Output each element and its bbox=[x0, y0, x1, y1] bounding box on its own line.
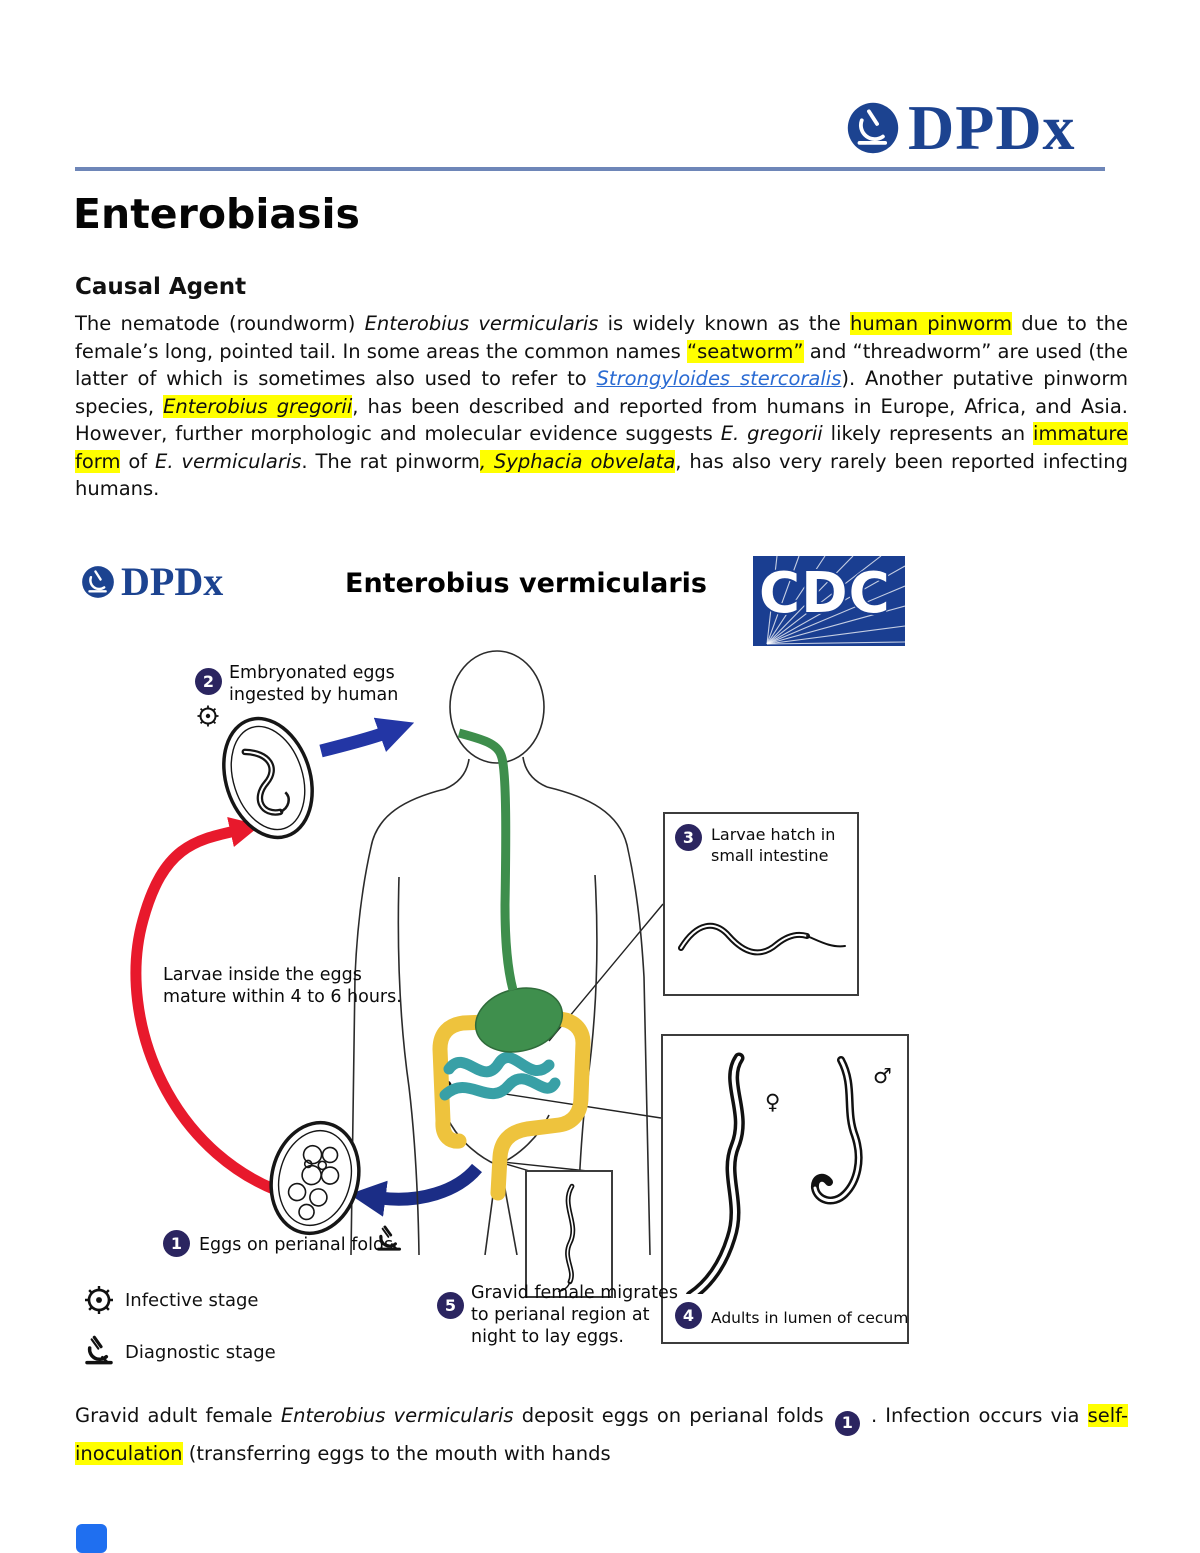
step-2-label: Embryonated eggs ingested by human bbox=[229, 663, 399, 705]
maturation-note: Larvae inside the eggs mature within 4 t… bbox=[163, 965, 402, 1007]
text-segment: of bbox=[120, 449, 156, 473]
text-segment: (transferring eggs to the mouth with han… bbox=[182, 1441, 611, 1465]
text-segment: Gravid adult female bbox=[75, 1404, 281, 1427]
description-paragraph: Gravid adult female Enterobius vermicula… bbox=[75, 1398, 1129, 1472]
dpdx-logo: DPDx bbox=[846, 96, 1076, 160]
inline-step-badge: 1 bbox=[834, 1410, 860, 1436]
large-intestine bbox=[432, 1011, 591, 1201]
text-segment: , has also very rarely been reported inf… bbox=[75, 449, 1128, 501]
step-5-label: Gravid female migrates to perianal regio… bbox=[471, 1283, 678, 1347]
step-3-box: 3 Larvae hatch in small intestine bbox=[663, 812, 859, 996]
adult-worms-illustration bbox=[685, 1052, 863, 1294]
text-segment: Enterobius vermicularis bbox=[280, 1404, 514, 1427]
dpdx-logo-text: DPDx bbox=[908, 92, 1076, 163]
embryonated-egg-illustration bbox=[203, 701, 333, 856]
text-segment: due to the female’s long, pointed tail. … bbox=[75, 312, 1128, 363]
life-cycle-diagram: DPDx Enterobius vermicularis CDC bbox=[75, 552, 1120, 1394]
text-segment: deposit eggs on perianal folds bbox=[513, 1404, 832, 1427]
text-segment: “seatworm” bbox=[687, 339, 804, 363]
female-symbol: ♀ bbox=[765, 1090, 781, 1114]
legend-diagnostic-label: Diagnostic stage bbox=[125, 1342, 276, 1363]
text-segment: Enterobius gregorii bbox=[163, 394, 353, 418]
text-segment: E. gregorii bbox=[720, 422, 823, 445]
diagram-dpdx-logo-text: DPDx bbox=[121, 559, 224, 604]
text-segment: The nematode (roundworm) bbox=[75, 312, 365, 335]
dpdx-microscope-icon bbox=[82, 566, 114, 598]
text-segment: E. vermicularis bbox=[155, 449, 302, 473]
step-1-label: Eggs on perianal folds bbox=[199, 1235, 394, 1255]
step-3-badge: 3 bbox=[675, 824, 702, 851]
section-heading: Causal Agent bbox=[75, 274, 247, 300]
human-body-figure bbox=[350, 650, 651, 1255]
text-segment: ). Another putative pinworm species, bbox=[75, 367, 1128, 418]
perianal-egg-illustration bbox=[254, 1108, 376, 1248]
gravid-female-illustration bbox=[558, 1183, 576, 1293]
step-3-label: Larvae hatch in small intestine bbox=[711, 825, 836, 865]
larva-illustration bbox=[678, 922, 846, 956]
text-segment: Enterobius vermicularis bbox=[364, 312, 599, 335]
dpdx-microscope-icon bbox=[847, 102, 899, 154]
header-divider bbox=[75, 167, 1105, 171]
step-1-badge: 1 bbox=[163, 1230, 190, 1257]
esophagus bbox=[457, 728, 518, 992]
cdc-logo-rays bbox=[766, 556, 905, 645]
diagram-title: Enterobius vermicularis bbox=[345, 568, 707, 599]
diagnostic-stage-icon bbox=[376, 1225, 402, 1251]
step-4-box: ♀ ♂ 4 Adults in lumen of cecum bbox=[661, 1034, 909, 1344]
text-segment: . Infection occurs via bbox=[862, 1404, 1088, 1427]
male-symbol: ♂ bbox=[873, 1064, 892, 1088]
text-segment: . The rat pinworm bbox=[301, 449, 480, 473]
legend-infective-label: Infective stage bbox=[125, 1290, 259, 1311]
infective-stage-icon bbox=[85, 1286, 113, 1314]
causal-agent-paragraph: The nematode (roundworm) Enterobius verm… bbox=[75, 310, 1128, 503]
text-segment: likely represents an bbox=[822, 422, 1034, 445]
stomach bbox=[474, 987, 564, 1053]
text-segment: is widely known as the bbox=[598, 312, 851, 335]
text-segment: human pinworm bbox=[850, 312, 1012, 335]
floating-widget-button[interactable] bbox=[76, 1524, 107, 1553]
text-segment: and “threadworm” are used (the latter of… bbox=[75, 339, 1128, 391]
text-segment: , Syphacia obvelata bbox=[479, 449, 676, 473]
cdc-logo-text: CDC bbox=[759, 561, 891, 626]
step-5-box bbox=[525, 1170, 613, 1298]
text-segment: , has been described and reported from h… bbox=[75, 394, 1128, 446]
small-intestine bbox=[439, 1052, 561, 1101]
step-5-badge: 5 bbox=[437, 1292, 464, 1319]
infective-stage-icon bbox=[197, 705, 219, 727]
inline-link[interactable]: Strongyloides stercoralis bbox=[596, 367, 842, 390]
diagnostic-stage-icon bbox=[85, 1335, 113, 1365]
step-2-badge: 2 bbox=[195, 668, 222, 695]
step-4-label: Adults in lumen of cecum bbox=[711, 1309, 909, 1327]
cdc-logo: CDC bbox=[753, 556, 905, 646]
page-title: Enterobiasis bbox=[73, 190, 360, 238]
diagram-dpdx-logo: DPDx bbox=[81, 562, 223, 602]
step-4-badge: 4 bbox=[675, 1302, 702, 1329]
